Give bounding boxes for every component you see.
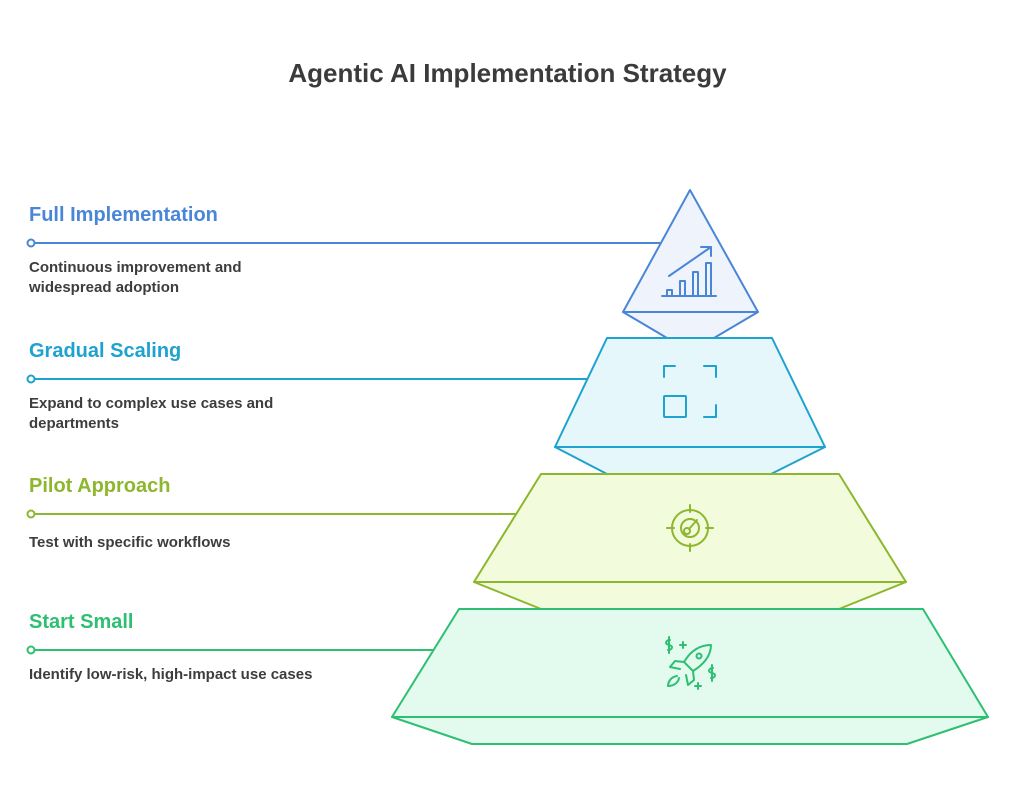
connector-dot-4	[26, 645, 36, 655]
tier-4-face	[391, 608, 989, 718]
tier-title-start-small: Start Small	[29, 611, 134, 633]
tier-description-start-small: Identify low-risk, high-impact use cases	[29, 666, 313, 683]
growth-chart-icon	[661, 246, 717, 297]
tier-description-pilot-approach: Test with specific workflows	[29, 534, 231, 551]
pyramid-tier-pilot-approach	[26, 473, 907, 610]
tier-4-underside	[391, 716, 989, 745]
connector-dot-2	[26, 374, 36, 384]
page-title: Agentic AI Implementation Strategy	[288, 58, 727, 88]
connector-dot-3	[26, 509, 36, 519]
tier-1-face	[622, 189, 759, 313]
tier-title-gradual-scaling: Gradual Scaling	[29, 340, 182, 362]
tier-description-full-implementation: Continuous improvement and widespread ad…	[29, 259, 242, 296]
pyramid-tier-start-small	[26, 608, 989, 745]
pyramid-tier-gradual-scaling	[26, 337, 826, 475]
tier-2-underside	[554, 446, 826, 475]
tier-title-pilot-approach: Pilot Approach	[29, 475, 171, 497]
expand-frame-icon	[663, 365, 717, 418]
tier-title-full-implementation: Full Implementation	[29, 204, 218, 226]
target-icon	[666, 504, 714, 552]
tier-description-gradual-scaling: Expand to complex use cases and departme…	[29, 395, 274, 432]
tier-1-underside	[622, 311, 759, 339]
connector-dot-1	[26, 238, 36, 248]
rocket-icon	[665, 636, 716, 690]
tier-2-face	[554, 337, 826, 448]
pyramid-tier-full-implementation	[26, 189, 759, 339]
tier-3-underside	[473, 581, 907, 610]
